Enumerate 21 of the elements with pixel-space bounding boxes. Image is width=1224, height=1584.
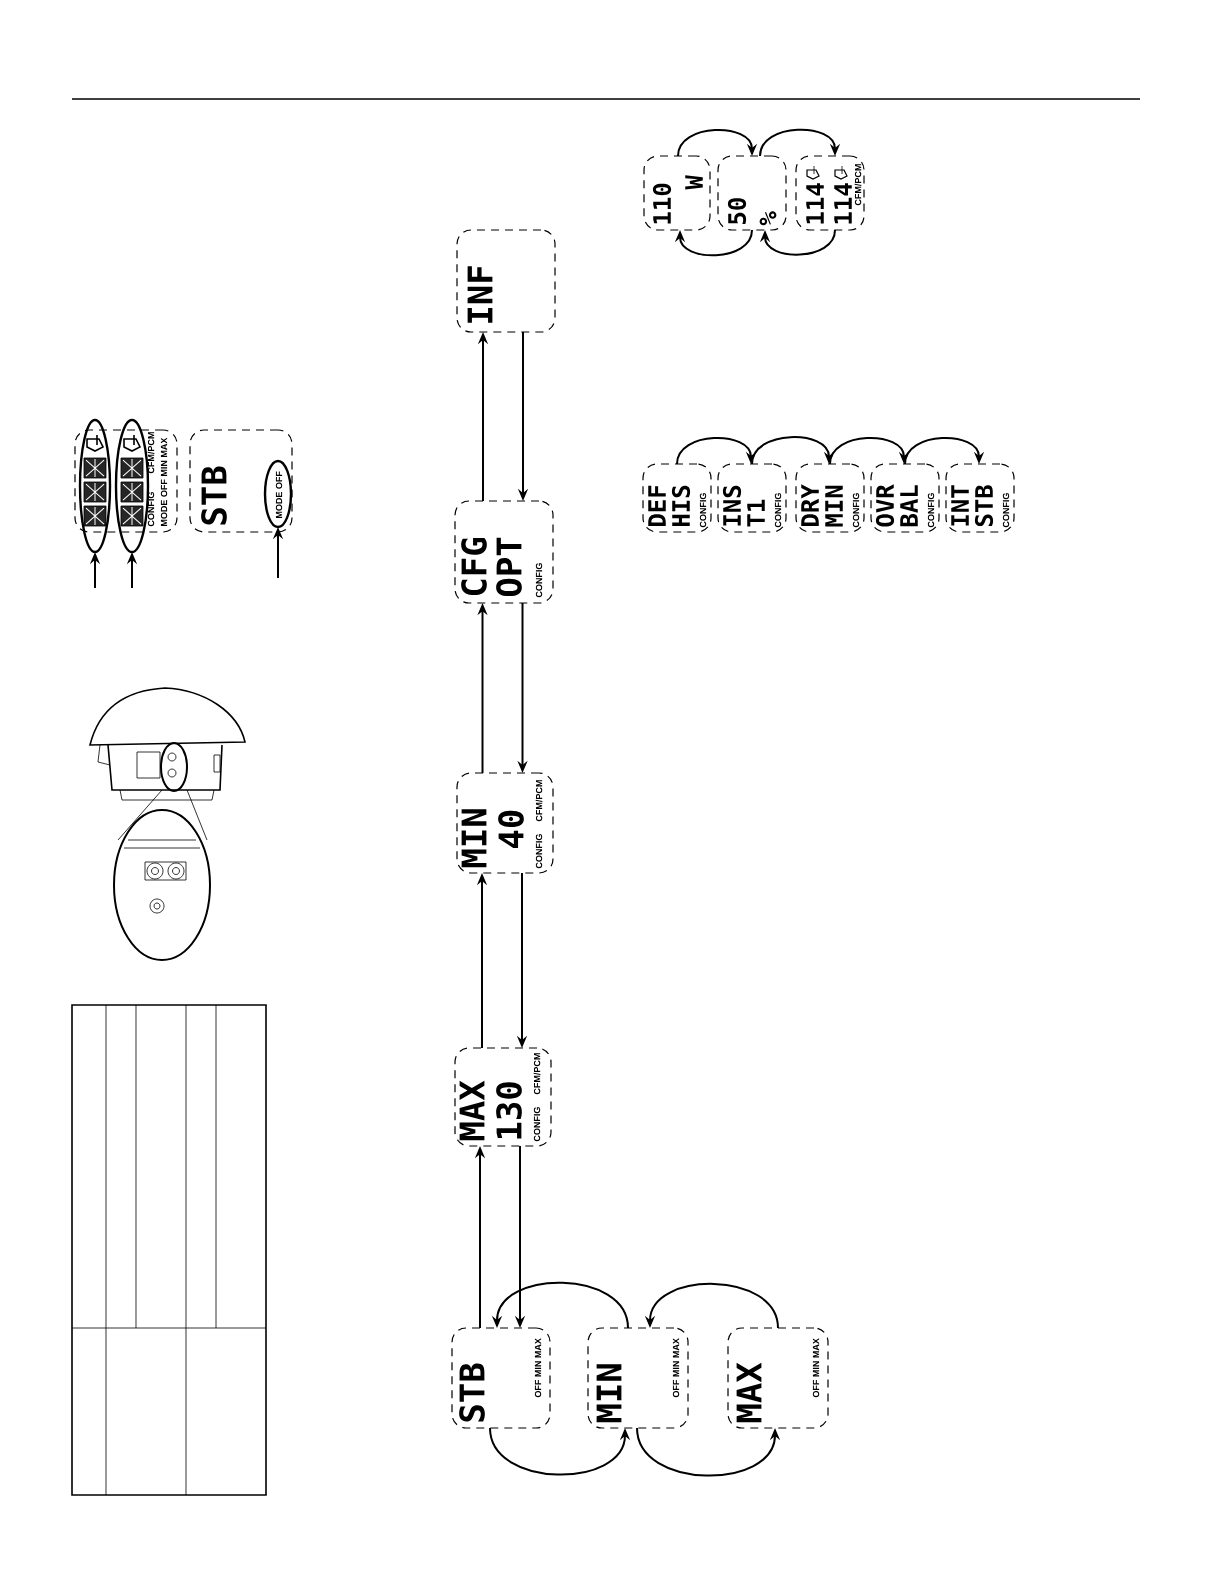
arrow bbox=[674, 229, 753, 257]
lcd-display: 110 W bbox=[643, 155, 711, 231]
lcd-display: DEF HIS CONFIG bbox=[642, 463, 712, 533]
lcd-display: 114 114 CFM/PCM bbox=[795, 155, 865, 231]
arrow bbox=[904, 437, 985, 465]
lcd-display: CFG OPT CONFIG bbox=[454, 500, 554, 604]
lcd-display: 50 % bbox=[717, 155, 787, 231]
lcd-display: MAX 130 CONFIG CFM/PCM bbox=[454, 1047, 552, 1147]
arrow bbox=[677, 129, 758, 157]
lcd-display: STB OFF MIN MAX bbox=[451, 1327, 551, 1429]
lcd-display: OVR BAL CONFIG bbox=[870, 463, 940, 533]
lcd-display: MIN 40 CONFIG CFM/PCM bbox=[456, 772, 554, 874]
lcd-display: DRY MIN CONFIG bbox=[795, 463, 865, 533]
lcd-display: INT STB CONFIG bbox=[945, 463, 1015, 533]
lcd-display: INS T1 CONFIG bbox=[717, 463, 787, 533]
highlight-ellipse bbox=[78, 418, 112, 554]
lcd-display: MAX OFF MIN MAX bbox=[727, 1327, 829, 1429]
lcd-display: INF bbox=[456, 229, 556, 333]
lcd-display: MIN OFF MIN MAX bbox=[587, 1327, 689, 1429]
arrow bbox=[759, 229, 836, 256]
arrow bbox=[759, 128, 841, 157]
